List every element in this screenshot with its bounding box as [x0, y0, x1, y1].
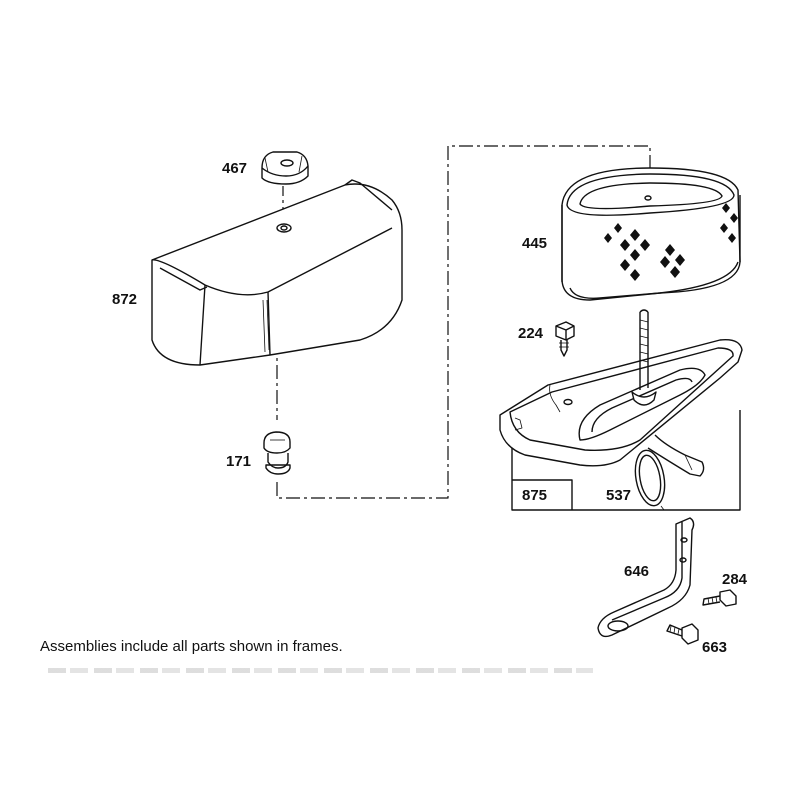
knob-part-467: [261, 151, 309, 185]
bolt-part-284: [702, 589, 737, 607]
part-label-467: 467: [222, 160, 248, 177]
filter-pleat-pattern: [604, 203, 738, 281]
part-label-171: 171: [226, 453, 252, 470]
part-label-872: 872: [112, 291, 138, 308]
assembly-note: Assemblies include all parts shown in fr…: [40, 638, 343, 655]
part-label-224: 224: [518, 325, 544, 342]
part-label-875: 875: [522, 487, 548, 504]
bolt-part-663: [666, 623, 699, 645]
connection-line: [276, 145, 651, 499]
air-filter-part-445: [561, 167, 741, 301]
seal-part-537: [634, 449, 666, 511]
air-cleaner-base: [499, 309, 743, 477]
part-label-284: 284: [722, 571, 748, 588]
part-label-537: 537: [606, 487, 632, 504]
part-label-445: 445: [522, 235, 548, 252]
part-label-663: 663: [702, 639, 728, 656]
grommet-part-171: [263, 431, 291, 475]
faded-footer-text: [48, 668, 593, 673]
base-assembly-frame-875: [511, 410, 741, 511]
part-label-646: 646: [624, 563, 650, 580]
screw-part-224: [555, 321, 575, 357]
bracket-part-646: [597, 517, 695, 638]
air-cleaner-cover-part-872: [151, 179, 403, 366]
